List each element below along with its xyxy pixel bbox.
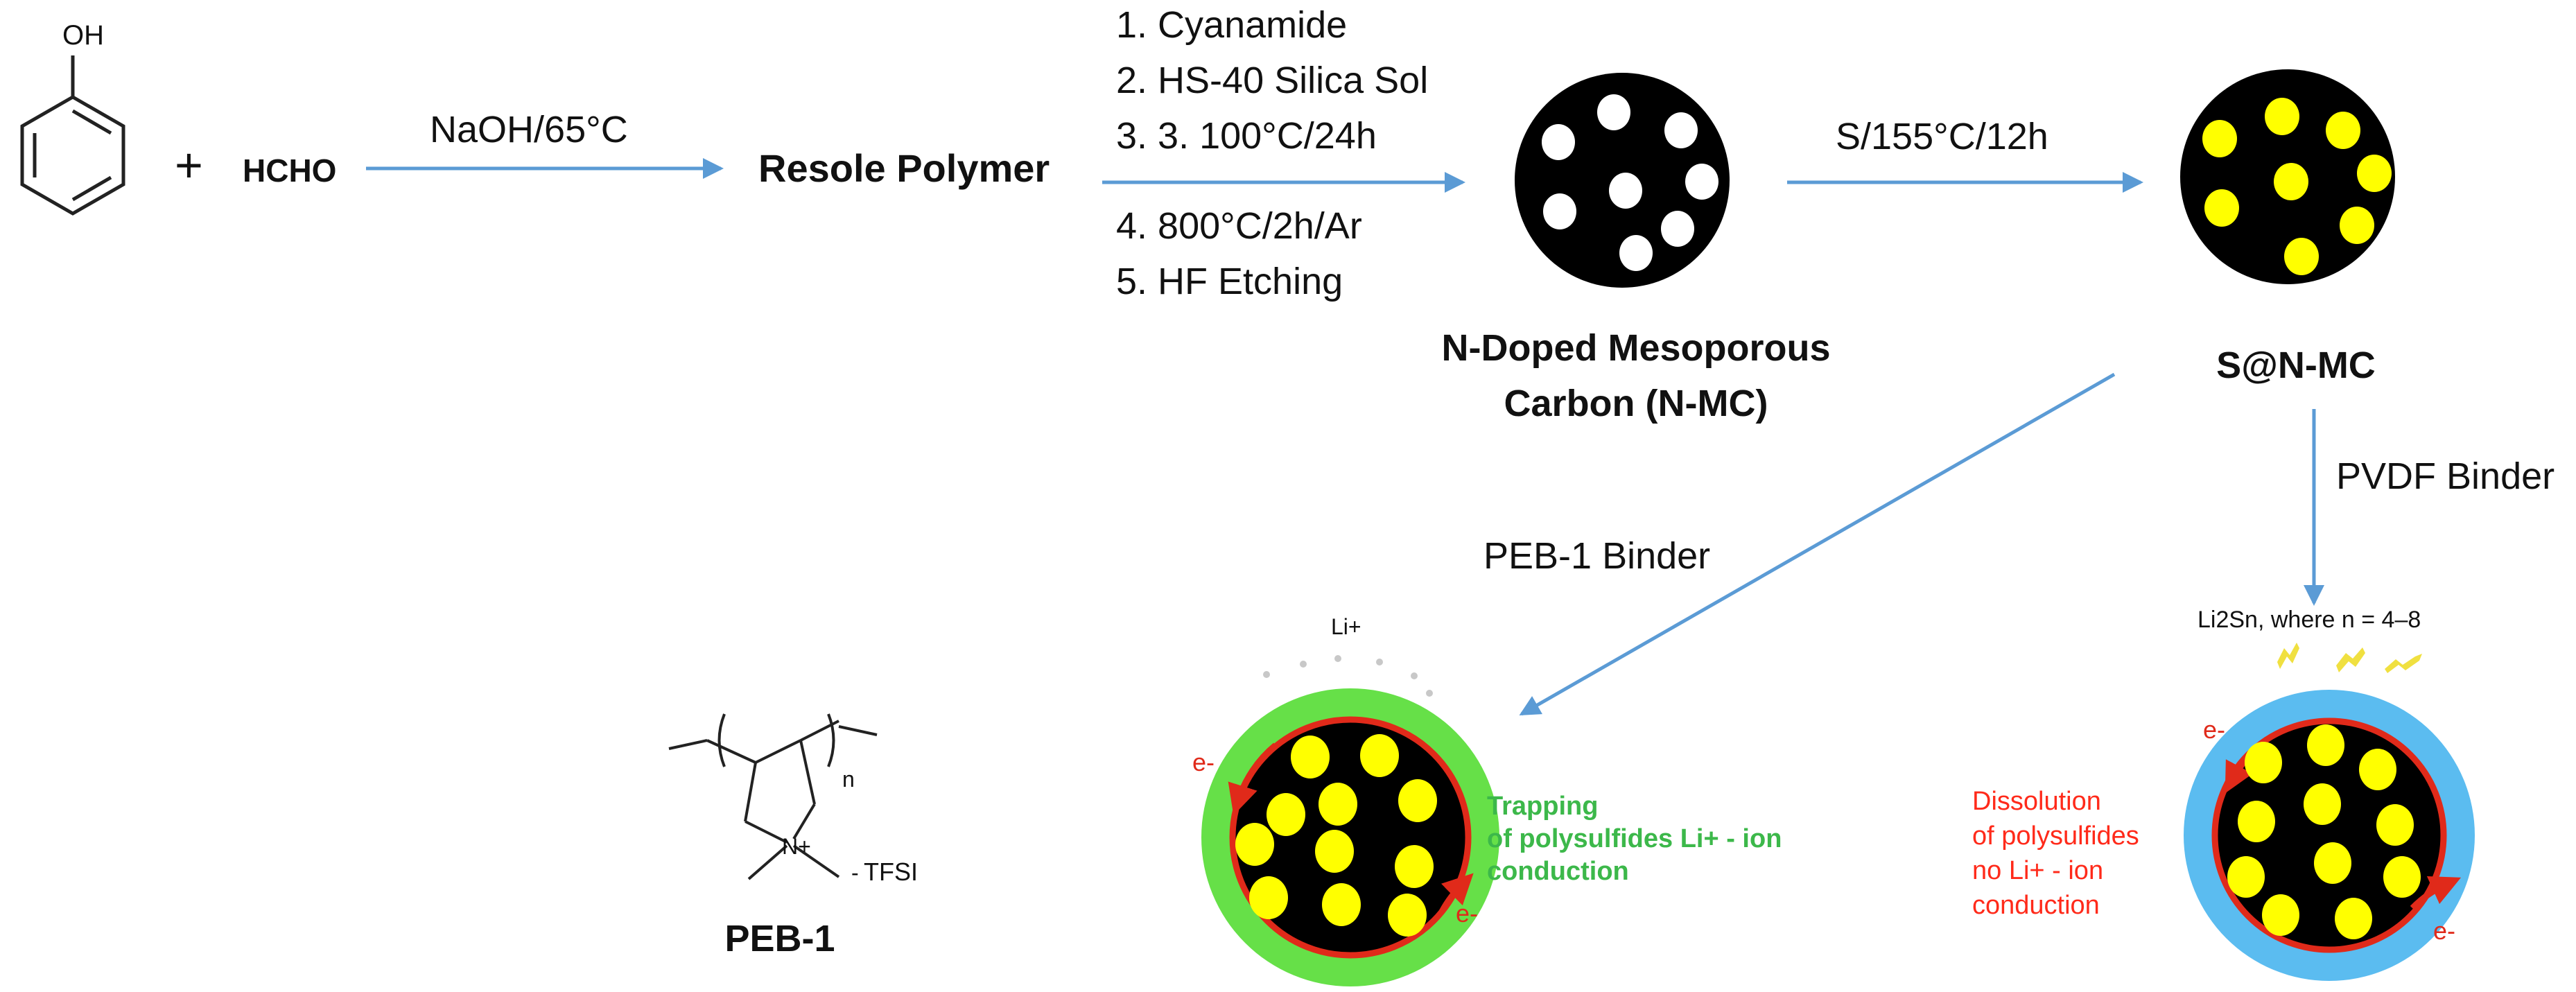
- snmc-label: S@N-MC: [2216, 345, 2376, 386]
- sulfur-dot: [1249, 876, 1288, 919]
- sulfur-dot: [2307, 724, 2344, 766]
- peb-caption-line2: of polysulfides Li+ - ion: [1487, 824, 1782, 853]
- resole-polymer-label: Resole Polymer: [758, 146, 1050, 190]
- electron-arrow: [1439, 873, 1474, 914]
- ion-dot: [1300, 661, 1307, 668]
- peb1-counterion: TFSI: [864, 858, 918, 886]
- peb-particle: Li+ e- e- Trapping of polysulfides Li+ -…: [1192, 614, 1782, 986]
- ion-dot: [1334, 655, 1341, 662]
- phenol-structure: OH: [20, 20, 125, 216]
- sulfur-dot: [2326, 112, 2360, 149]
- peb1-counterion-charge: -: [851, 860, 859, 885]
- polysulfide-label: Li2Sn, where n = 4–8: [2198, 607, 2421, 633]
- sulfur-dot: [2265, 98, 2299, 135]
- sulfur-dot: [2383, 856, 2421, 898]
- polysulfide-squiggles: [2277, 643, 2422, 673]
- li-ion-label: Li+: [1331, 614, 1361, 639]
- sulfur-dot: [1235, 823, 1274, 866]
- sulfur-dot: [1395, 845, 1434, 888]
- pore: [1543, 193, 1576, 229]
- sulfur-dot: [2238, 801, 2275, 842]
- pvdf-caption-line3: no Li+ - ion: [1972, 856, 2103, 885]
- hcho-label: HCHO: [243, 153, 336, 189]
- pvdf-caption-line2: of polysulfides: [1972, 821, 2139, 851]
- step2-condition-1: 1. Cyanamide: [1116, 4, 1347, 46]
- step2-condition-5: 5. HF Etching: [1116, 261, 1343, 302]
- pore: [1664, 112, 1698, 148]
- step2-condition-3: 3. 3. 100°C/24h: [1116, 115, 1377, 157]
- step2-condition-4: 4. 800°C/2h/Ar: [1116, 205, 1362, 247]
- sulfur-dot: [1267, 793, 1305, 836]
- phenol-oh-label: OH: [62, 20, 104, 51]
- sulfur-dot: [1291, 736, 1330, 778]
- sulfur-dot: [1388, 894, 1427, 937]
- peb-caption-line3: conduction: [1487, 857, 1629, 886]
- peb-caption-line1: Trapping: [1487, 792, 1598, 821]
- electron-label-top: e-: [1192, 748, 1215, 776]
- sulfur-dot: [2274, 163, 2308, 200]
- sulfur-dot: [2304, 783, 2341, 825]
- sulfur-dot: [2359, 749, 2396, 790]
- electron-label-top: e-: [2203, 715, 2225, 744]
- sulfur-dot: [2376, 804, 2414, 846]
- nmc-label-line1: N-Doped Mesoporous: [1442, 327, 1831, 369]
- pore: [1597, 94, 1630, 130]
- nmc-particle: [1515, 73, 1730, 288]
- sulfur-dot: [1315, 830, 1354, 873]
- sulfur-dot: [1360, 734, 1399, 777]
- electron-label-bottom: e-: [1456, 899, 1478, 928]
- pore: [1609, 173, 1642, 209]
- sulfur-dot: [2245, 742, 2282, 783]
- ion-dot: [1376, 659, 1383, 665]
- ion-dot: [1411, 672, 1418, 679]
- step3-condition: S/155°C/12h: [1836, 116, 2048, 157]
- plus-sign: +: [175, 138, 203, 192]
- pore: [1542, 124, 1575, 160]
- peb1-structure: [668, 713, 878, 880]
- sulfur-dot: [1319, 783, 1357, 826]
- arrow-peb: [1519, 372, 2116, 716]
- sulfur-dot: [1398, 779, 1437, 822]
- ion-dot: [1263, 671, 1270, 678]
- sulfur-dot: [2357, 155, 2392, 192]
- sulfur-dot: [2227, 856, 2265, 898]
- sulfur-dot: [1322, 883, 1361, 926]
- pvdf-caption-line1: Dissolution: [1972, 787, 2101, 816]
- sulfur-dot: [2202, 120, 2237, 157]
- sulfur-dot: [2204, 189, 2239, 227]
- peb1-name: PEB-1: [724, 918, 835, 959]
- pvdf-caption-line4: conduction: [1972, 891, 2100, 920]
- peb-binder-label: PEB-1 Binder: [1483, 535, 1710, 577]
- snmc-particle: [2180, 69, 2395, 284]
- sulfur-dot: [2340, 207, 2374, 244]
- pvdf-binder-label: PVDF Binder: [2336, 455, 2555, 497]
- peb1-subscript-n: n: [842, 767, 855, 792]
- sulfur-dot: [2335, 898, 2372, 939]
- sulfur-dot: [2314, 842, 2351, 884]
- electron-arrow: [1228, 742, 1278, 815]
- pore: [1685, 164, 1718, 200]
- nmc-label-line2: Carbon (N-MC): [1504, 383, 1768, 424]
- peb1-nitrogen: N+: [782, 834, 811, 859]
- step1-condition: NaOH/65°C: [430, 109, 628, 150]
- step2-condition-2: 2. HS-40 Silica Sol: [1116, 60, 1428, 101]
- pvdf-particle: Li2Sn, where n = 4–8 e- e- Dissolution o…: [1972, 607, 2475, 981]
- pore: [1619, 235, 1653, 271]
- ion-dot: [1426, 690, 1433, 697]
- electron-label-bottom: e-: [2433, 916, 2455, 945]
- sulfur-dot: [2262, 894, 2299, 936]
- sulfur-dot: [2284, 238, 2319, 275]
- pore: [1661, 211, 1694, 247]
- electron-arrow: [2410, 876, 2462, 911]
